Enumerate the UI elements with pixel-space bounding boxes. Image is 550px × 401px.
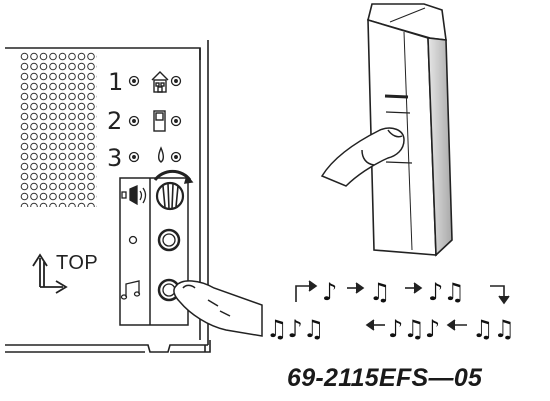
selector-index-1: 1 bbox=[108, 68, 124, 96]
chime-button[interactable] bbox=[157, 228, 181, 252]
speaker-grille bbox=[19, 52, 97, 207]
home-icon bbox=[151, 71, 169, 93]
part-number: 69-2115EFS—05 bbox=[287, 364, 483, 392]
finger-pointer-right bbox=[320, 127, 405, 187]
melody-note-5: ♪♫♪ bbox=[388, 315, 440, 343]
orientation-top-label: TOP bbox=[56, 252, 99, 274]
melody-flow-arrows bbox=[295, 280, 510, 331]
indicator-row-3 bbox=[128, 151, 182, 163]
melody-note-4: ♫♫ bbox=[472, 315, 515, 343]
top-arrow-icon bbox=[32, 253, 68, 294]
music-note-icon bbox=[120, 280, 141, 300]
finger-pointer-left bbox=[173, 280, 263, 337]
panel-dot bbox=[128, 235, 138, 245]
melody-note-1: ♪ bbox=[322, 278, 337, 306]
melody-note-2: ♫ bbox=[369, 278, 391, 306]
selector-index-2: 2 bbox=[107, 107, 123, 135]
selector-index-3: 3 bbox=[107, 144, 123, 172]
drop-icon bbox=[158, 146, 164, 163]
control-panel bbox=[119, 177, 189, 326]
door-icon bbox=[153, 110, 166, 132]
volume-icon bbox=[121, 185, 147, 206]
melody-note-3: ♪♫ bbox=[428, 278, 465, 306]
indicator-row-1 bbox=[128, 75, 182, 87]
indicator-row-2 bbox=[128, 115, 182, 127]
melody-note-6: ♫♪♫ bbox=[266, 315, 324, 343]
volume-knob[interactable] bbox=[153, 169, 194, 211]
